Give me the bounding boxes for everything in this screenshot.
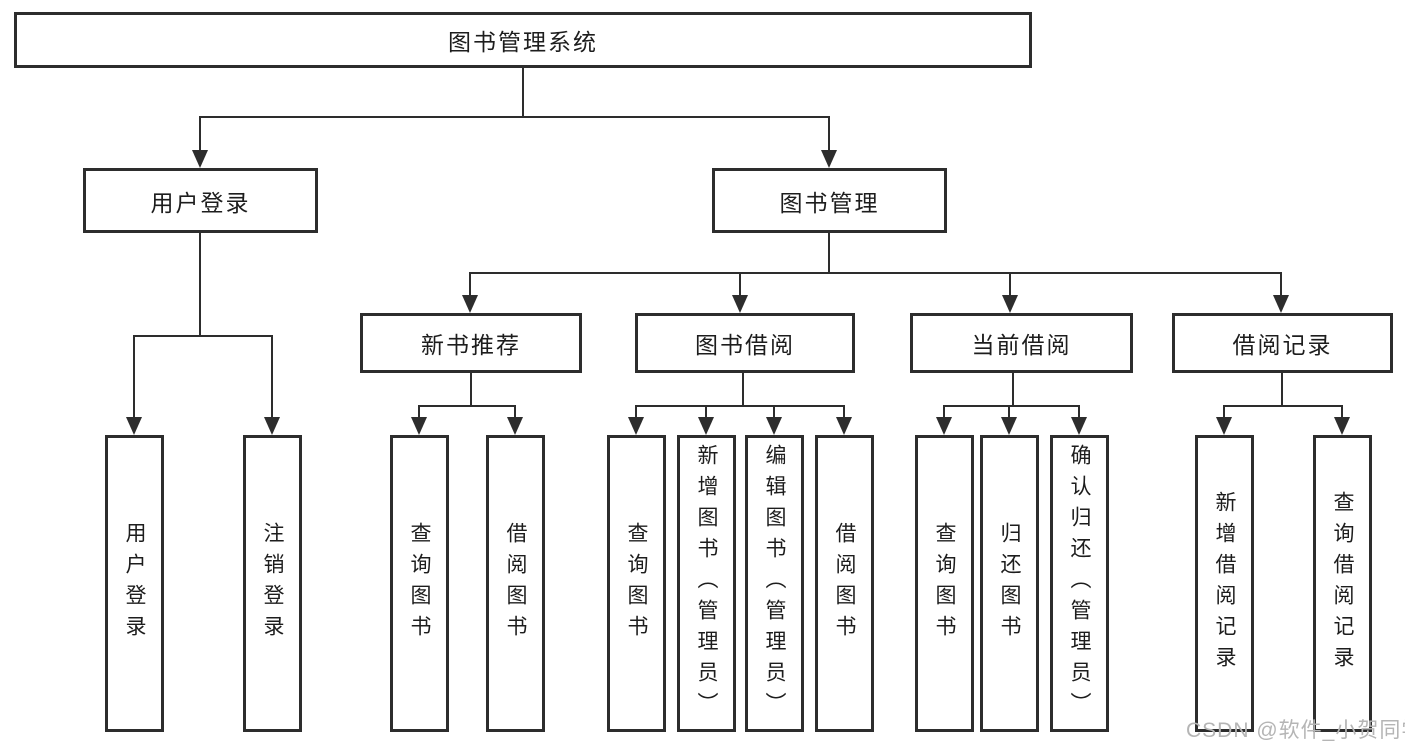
node-label: 查询图书 [408,521,431,646]
arrowhead-down [192,150,208,168]
node-current-borrow: 当前借阅 [910,313,1133,373]
connector-line [635,405,637,419]
node-new-book-recommend: 新书推荐 [360,313,582,373]
leaf-borrow-books: 借阅图书 [815,435,874,732]
node-label: 图书管理系统 [448,29,598,55]
arrowhead-down [462,295,478,313]
arrowhead-down [836,417,852,435]
node-label: 图书管理 [779,189,880,216]
leaf-confirm-return-admin: 确认归还（管理员） [1050,435,1109,732]
connector-line [469,272,471,297]
node-label: 注销登录 [261,521,284,646]
arrowhead-down [936,417,952,435]
connector-line [828,116,830,152]
connector-line [773,405,775,419]
node-library-management-system: 图书管理系统 [14,12,1032,68]
connector-line [271,335,273,419]
arrowhead-down [1216,417,1232,435]
arrowhead-down [264,417,280,435]
connector-line [1012,370,1014,407]
node-label: 图书借阅 [695,332,795,358]
connector-line [1223,405,1343,407]
connector-line [843,405,845,419]
arrowhead-down [628,417,644,435]
connector-line [418,405,420,419]
arrowhead-down [507,417,523,435]
node-label: 确认归还（管理员） [1068,444,1091,723]
leaf-borrow-books-recommend: 借阅图书 [486,435,545,732]
node-label: 新书推荐 [421,332,521,358]
node-book-borrow: 图书借阅 [635,313,855,373]
arrowhead-down [1071,417,1087,435]
node-user-login: 用户登录 [83,168,318,233]
leaf-logout: 注销登录 [243,435,302,732]
arrowhead-down [732,295,748,313]
connector-line [1008,405,1010,419]
node-label: 查询图书 [625,521,648,646]
node-label: 借阅记录 [1232,332,1333,358]
node-label: 查询图书 [933,521,956,646]
node-label: 新增图书（管理员） [695,444,718,723]
arrowhead-down [126,417,142,435]
connector-line [1223,405,1225,419]
node-label: 用户登录 [150,189,251,216]
arrowhead-down [1001,417,1017,435]
leaf-query-books-current: 查询图书 [915,435,974,732]
connector-line [1280,272,1282,297]
node-label: 当前借阅 [971,332,1072,358]
connector-line [199,116,830,118]
connector-line [828,230,830,274]
node-label: 借阅图书 [833,521,856,646]
connector-line [1078,405,1080,419]
leaf-return-book: 归还图书 [980,435,1039,732]
leaf-edit-book-admin: 编辑图书（管理员） [745,435,804,732]
connector-line [1009,272,1011,297]
connector-line [199,116,201,152]
node-label: 查询借阅记录 [1331,490,1354,677]
node-book-management: 图书管理 [712,168,947,233]
connector-line [418,405,516,407]
leaf-user-login: 用户登录 [105,435,164,732]
node-label: 借阅图书 [504,521,527,646]
node-label: 用户登录 [123,521,146,646]
node-label: 编辑图书（管理员） [763,444,786,723]
connector-line [133,335,135,419]
arrowhead-down [1273,295,1289,313]
connector-line [514,405,516,419]
node-label: 归还图书 [998,521,1021,646]
arrowhead-down [411,417,427,435]
connector-line [742,370,744,407]
csdn-watermark: CSDN @软件_小贺同学 [1186,719,1405,742]
arrowhead-down [1334,417,1350,435]
connector-line [1281,370,1283,407]
connector-line [470,370,472,407]
leaf-query-borrow-record: 查询借阅记录 [1313,435,1372,732]
leaf-query-books-recommend: 查询图书 [390,435,449,732]
connector-line [705,405,707,419]
connector-line [522,66,524,118]
connector-line [469,272,1282,274]
connector-line [943,405,1080,407]
arrowhead-down [766,417,782,435]
connector-line [1341,405,1343,419]
arrowhead-down [1002,295,1018,313]
leaf-add-book-admin: 新增图书（管理员） [677,435,736,732]
arrowhead-down [698,417,714,435]
connector-line [199,230,201,337]
connector-line [943,405,945,419]
connector-line [635,405,845,407]
connector-line [133,335,273,337]
node-borrow-records: 借阅记录 [1172,313,1393,373]
node-label: 新增借阅记录 [1213,490,1236,677]
arrowhead-down [821,150,837,168]
leaf-query-books-borrow: 查询图书 [607,435,666,732]
connector-line [739,272,741,297]
leaf-add-borrow-record: 新增借阅记录 [1195,435,1254,732]
